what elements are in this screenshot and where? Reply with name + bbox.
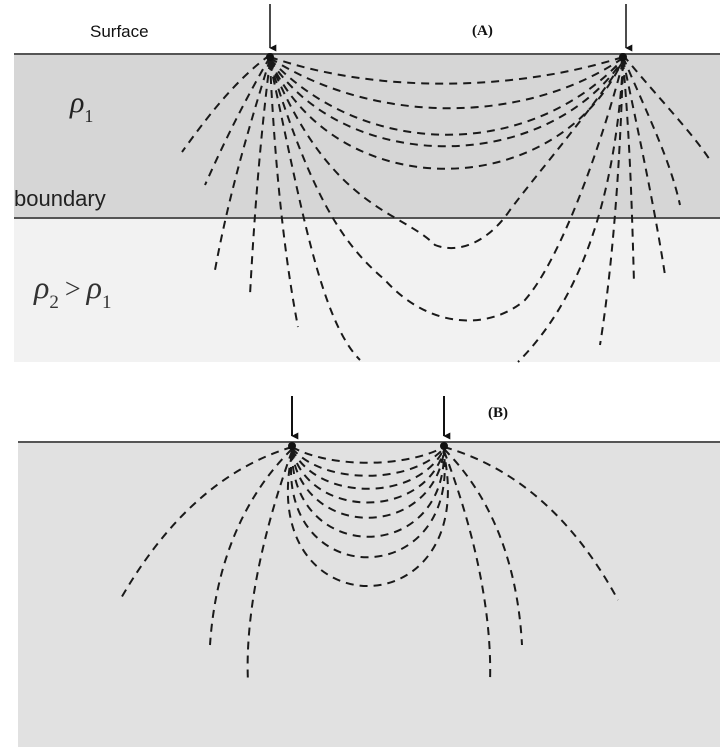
current-line <box>286 453 449 587</box>
current-line <box>622 58 666 276</box>
rho2-subscript: 2 <box>49 292 59 313</box>
current-line <box>209 448 293 646</box>
comparator-symbol: > <box>65 274 81 305</box>
current-line <box>290 452 446 559</box>
current-lines-b <box>119 446 619 683</box>
panel-b-title: (B) <box>488 405 508 421</box>
current-line <box>269 59 624 170</box>
current-line <box>269 58 624 136</box>
boundary-label: boundary <box>14 186 106 211</box>
current-line <box>181 54 271 153</box>
current-line <box>291 450 445 519</box>
rho1-label: ρ1 <box>69 86 93 126</box>
current-line <box>291 448 445 490</box>
current-line <box>119 446 293 601</box>
current-line <box>443 450 492 683</box>
current-line <box>269 61 624 322</box>
lower-layer <box>14 218 720 362</box>
current-line <box>443 446 619 601</box>
current-line <box>291 449 445 504</box>
current-line <box>269 57 624 110</box>
panel-b-ground <box>18 443 720 747</box>
current-line <box>214 58 271 271</box>
rho1-symbol: ρ <box>69 86 84 119</box>
electrode-right-b <box>440 442 448 450</box>
current-line <box>291 447 445 477</box>
rho-ref-symbol: ρ <box>86 269 102 305</box>
electrode-left-a <box>266 53 274 61</box>
current-line <box>622 54 711 161</box>
panel-a-title: (A) <box>472 23 493 39</box>
current-line <box>443 448 523 646</box>
current-line <box>269 62 361 361</box>
rho-ref-subscript: 1 <box>102 292 112 313</box>
upper-layer <box>14 55 720 217</box>
surface-label: Surface <box>90 22 149 41</box>
current-line <box>622 56 681 206</box>
electrode-right-a <box>619 53 627 61</box>
current-lines-a <box>181 54 711 363</box>
current-line <box>269 60 624 250</box>
panel-a: Surface (A) ρ1 boundary ρ2>ρ1 <box>14 4 720 363</box>
current-line <box>249 60 271 296</box>
current-line <box>291 451 446 538</box>
electrode-left-b <box>288 442 296 450</box>
current-line <box>291 446 445 464</box>
rho2-symbol: ρ <box>33 269 49 305</box>
panel-b: (B) <box>18 396 720 747</box>
current-line <box>269 56 624 85</box>
current-line <box>246 450 293 683</box>
current-line <box>599 61 624 346</box>
current-line <box>269 59 624 148</box>
rho1-subscript: 1 <box>84 106 93 126</box>
current-line <box>622 60 635 284</box>
current-line <box>269 61 299 328</box>
current-line <box>204 56 271 186</box>
rho2-gt-rho1-label: ρ2>ρ1 <box>33 269 112 313</box>
